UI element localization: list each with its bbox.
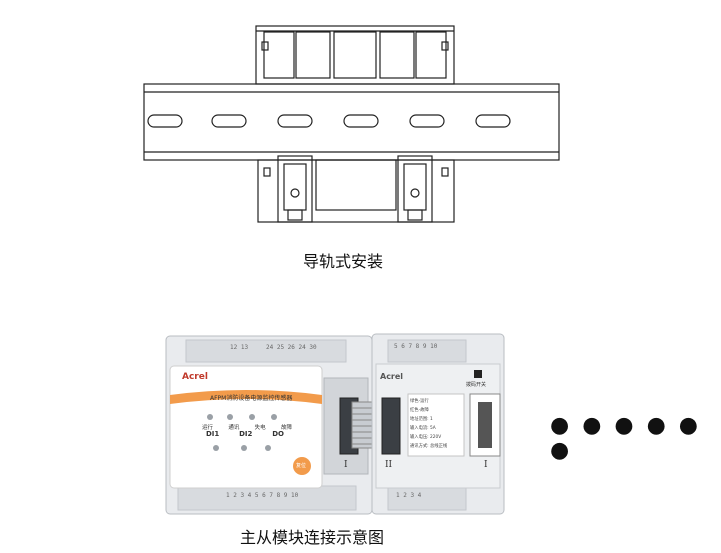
bottom-terminal-labels-master: 1 2 3 4 5 6 7 8 9 10 (226, 492, 299, 499)
master-model-title: AFPM消防设备电源监控传感器 (210, 395, 293, 402)
continuation-ellipsis: ● ● ● ● ● ● (550, 413, 701, 463)
port-label-master: I (344, 460, 348, 470)
slave-info-line: 绿色-运行 (410, 399, 429, 404)
io-label-di1: DI1 (206, 430, 220, 438)
io-label-do: DO (272, 430, 284, 438)
port-label-slave-in: II (385, 460, 393, 470)
dip-switch (474, 370, 482, 378)
caption-master-slave: 主从模块连接示意图 (240, 528, 385, 547)
rail-mount-drawing (143, 25, 560, 223)
slave-info-line: 输入电流: 5A (410, 426, 436, 431)
port-label-slave-out: I (484, 460, 488, 470)
slave-info-label (407, 393, 465, 457)
io-labels: DI1 DI2 DO (206, 430, 284, 438)
caption-rail-mount: 导轨式安装 (303, 252, 384, 271)
led-labels: 运行 通讯 失电 故障 (202, 423, 292, 431)
master-slave-device (165, 333, 505, 515)
top-terminal-labels-slave: 5 6 7 8 9 10 (394, 343, 438, 350)
top-terminal-labels-master-a: 12 13 (230, 344, 249, 351)
slave-info-text: 绿色-运行 红色-故障 地址范围: 1 输入电流: 5A 输入电压: 220V … (410, 397, 462, 451)
led-label-comm: 通讯 (228, 425, 240, 431)
led-label-run: 运行 (202, 425, 214, 431)
dip-switch-label: 拨码开关 (466, 382, 487, 388)
ribbon-connector-mid (381, 397, 401, 455)
led-label-power-loss: 失电 (254, 425, 266, 431)
reset-button (293, 457, 311, 475)
io-label-di2: DI2 (239, 430, 253, 438)
master-brand: Acrel (182, 372, 208, 382)
top-terminal-labels-master-b: 24 25 26 24 30 (266, 344, 317, 351)
slave-info-line: 通讯方式: 总线正线 (410, 444, 448, 449)
slave-info-line: 地址范围: 1 (410, 417, 433, 422)
slave-info-line: 红色-故障 (410, 408, 429, 413)
bottom-terminal-labels-slave: 1 2 3 4 (396, 492, 422, 499)
slave-info-line: 输入电压: 220V (410, 435, 442, 440)
slave-brand: Acrel (380, 372, 404, 381)
led-label-fault: 故障 (280, 425, 292, 431)
reset-label: 复位 (296, 463, 307, 469)
